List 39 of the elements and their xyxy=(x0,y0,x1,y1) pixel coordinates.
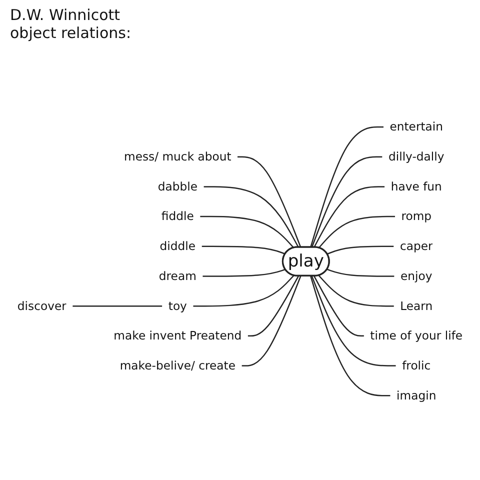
node-text: dream xyxy=(158,268,196,283)
connector xyxy=(248,275,300,336)
connector xyxy=(327,268,394,277)
node-text: Learn xyxy=(400,298,433,313)
connector xyxy=(318,216,395,248)
connector xyxy=(318,274,394,306)
connector xyxy=(193,274,294,306)
node-text: frolic xyxy=(402,358,431,372)
node-text: mess/ muck about xyxy=(124,149,232,164)
connector xyxy=(310,126,384,248)
connector xyxy=(311,156,382,248)
title: D.W. Winnicott object relations: xyxy=(9,5,132,42)
node-text: dilly-dally xyxy=(388,149,444,164)
node-text: make-belive/ create xyxy=(120,358,236,372)
node-text: romp xyxy=(401,209,432,224)
connector xyxy=(238,156,302,248)
node-text: diddle xyxy=(160,238,196,253)
connector xyxy=(310,276,390,396)
connector xyxy=(202,245,286,254)
node-text: caper xyxy=(400,238,433,253)
node-text: make invent Preatend xyxy=(114,328,242,342)
node-text: enjoy xyxy=(400,268,432,283)
node-text: imagin xyxy=(396,388,436,402)
connector xyxy=(242,276,302,366)
node-text: discover xyxy=(17,298,66,313)
connector xyxy=(314,186,385,248)
connector xyxy=(200,216,294,248)
node-text: toy xyxy=(168,298,187,313)
connector xyxy=(204,186,300,248)
connector xyxy=(314,275,364,336)
node-text: entertain xyxy=(390,120,444,134)
node-text: time of your life xyxy=(370,328,463,342)
connector xyxy=(327,245,394,254)
node-text: have fun xyxy=(390,179,442,194)
connector xyxy=(202,268,286,277)
connector xyxy=(72,305,162,306)
connector xyxy=(311,276,396,366)
node-text: fiddle xyxy=(161,209,194,224)
node-text: dabble xyxy=(158,179,198,194)
